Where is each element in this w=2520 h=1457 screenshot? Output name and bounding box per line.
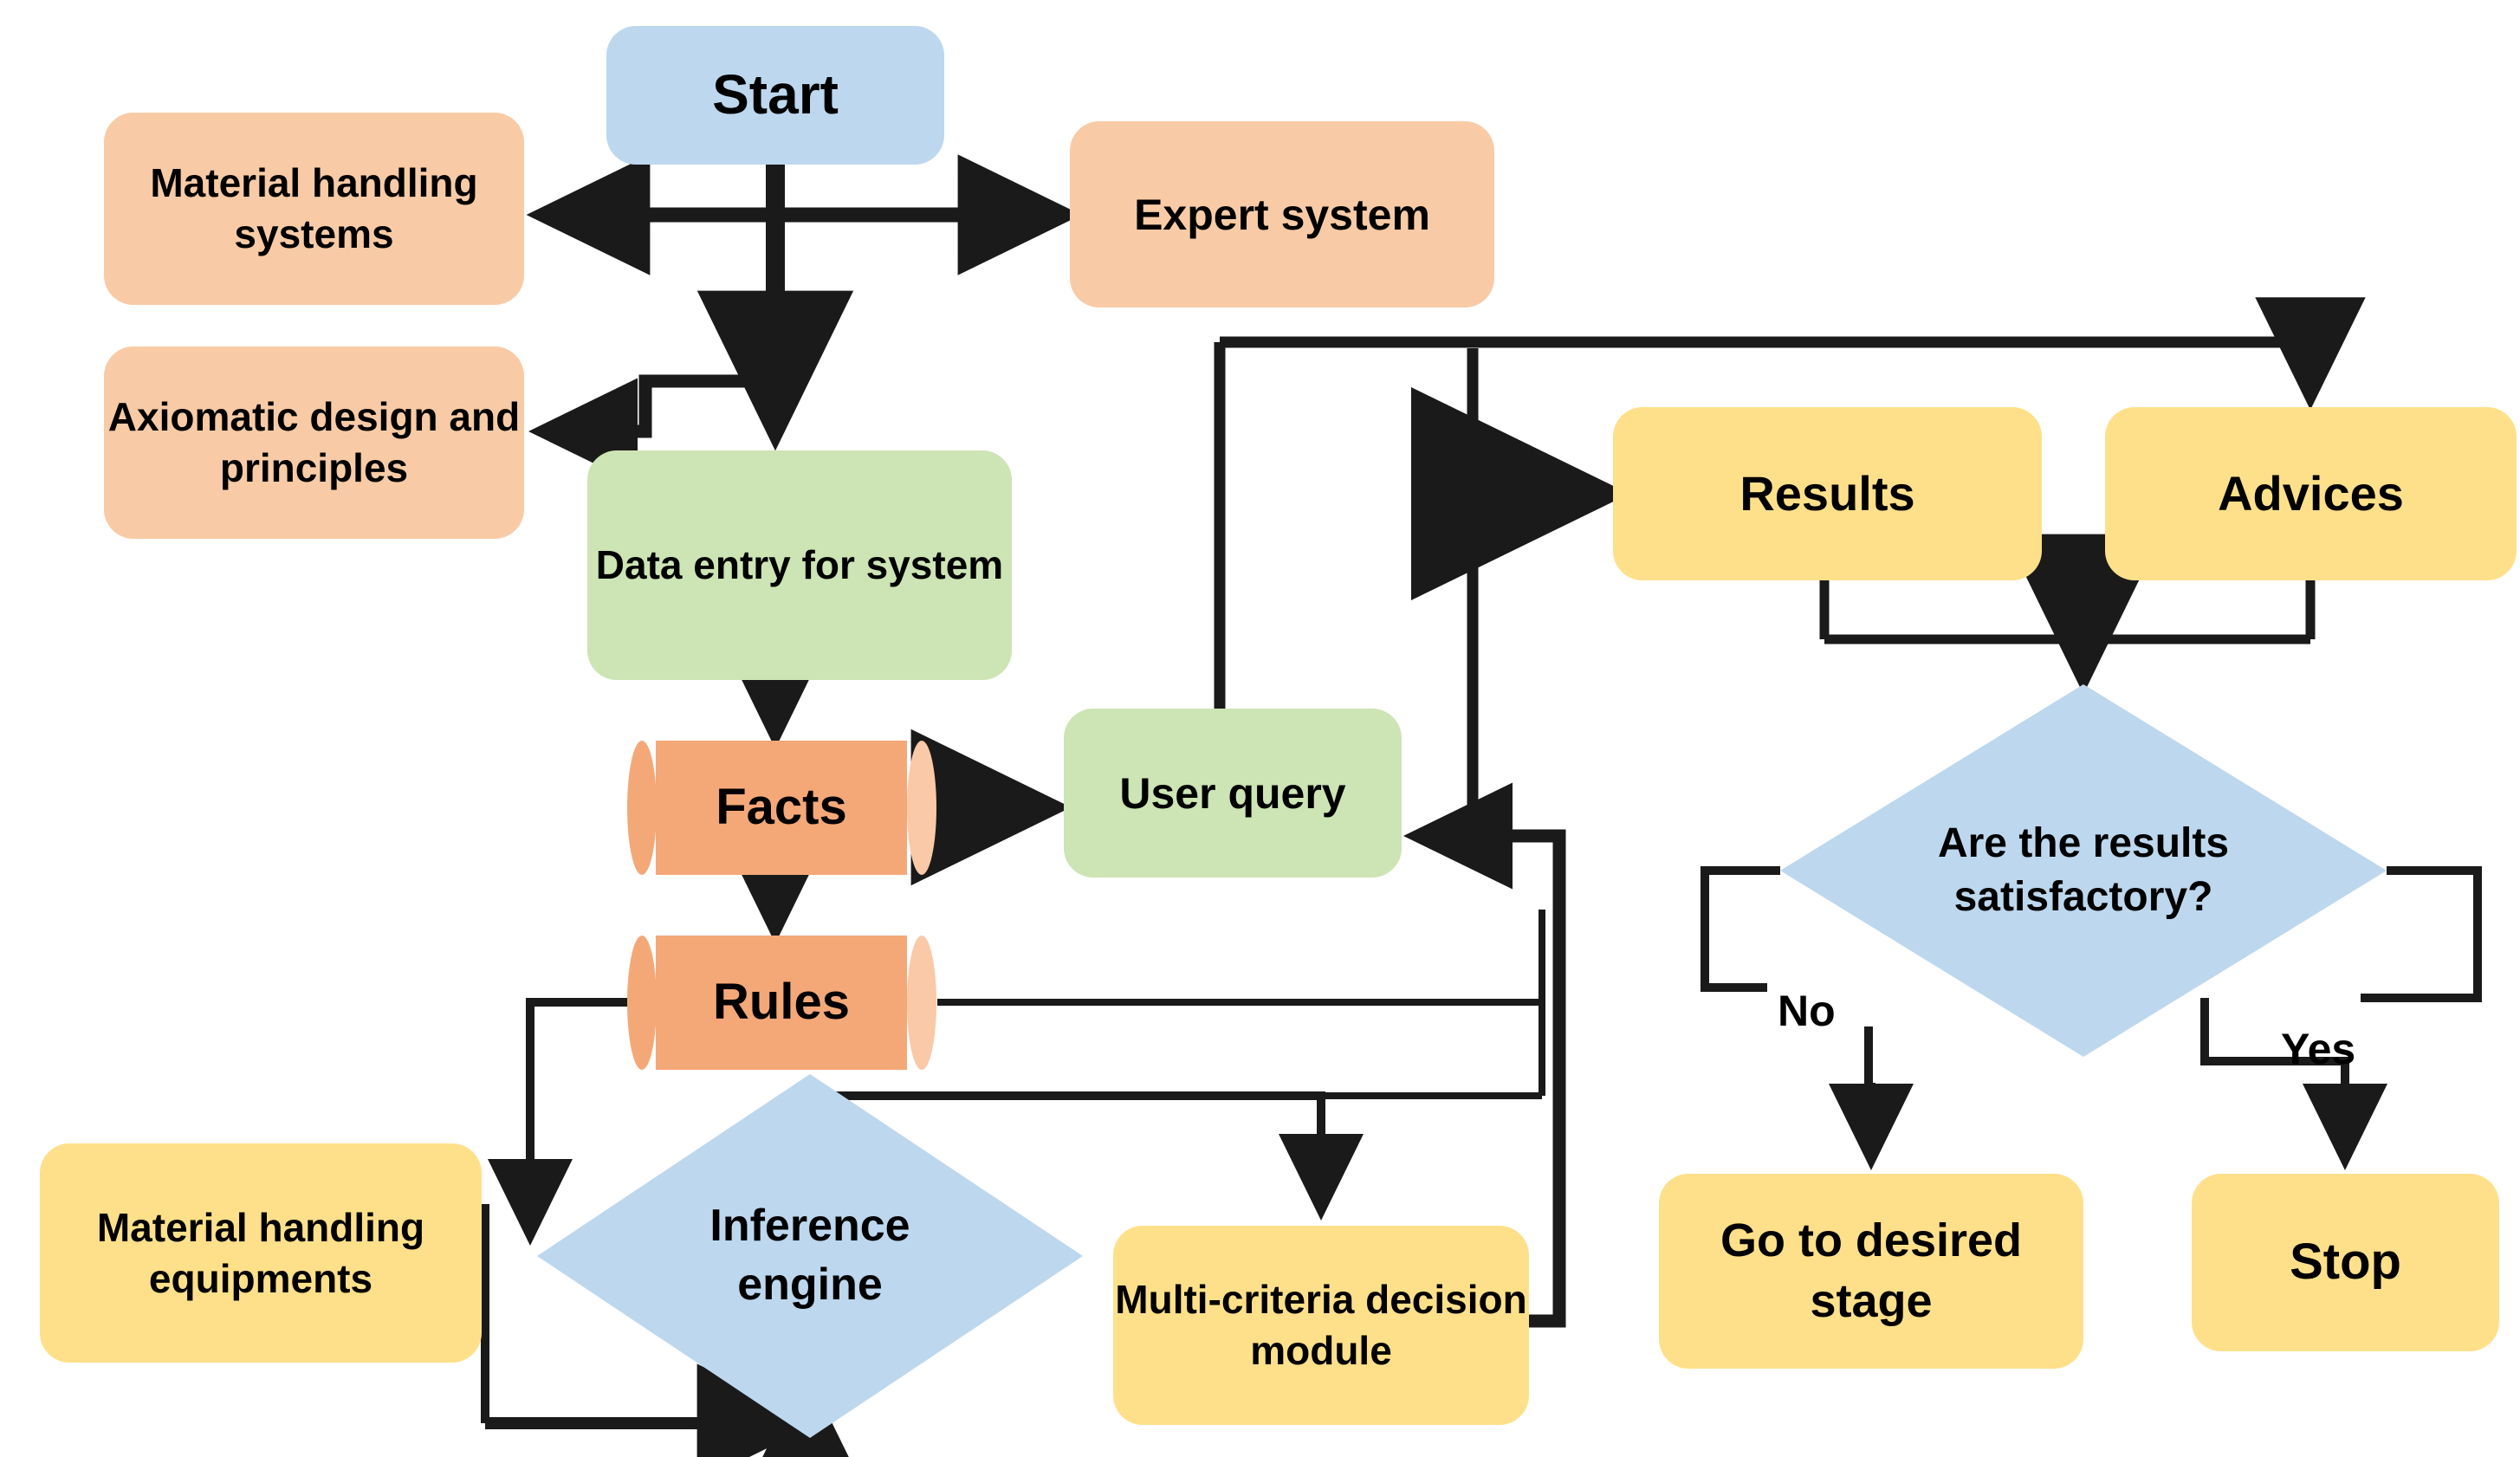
node-data-entry[interactable]: Data entry for system xyxy=(587,450,1012,680)
edge-start-to-axiomatic-design xyxy=(528,374,771,485)
node-facts[interactable]: Facts xyxy=(627,741,936,875)
node-stop[interactable]: Stop xyxy=(2192,1174,2499,1351)
node-expert-system[interactable]: Expert system xyxy=(1070,121,1494,308)
node-axiomatic-design[interactable]: Axiomatic design and principles xyxy=(104,346,524,539)
node-rules[interactable]: Rules xyxy=(627,936,936,1070)
node-inference-engine-label: Inference engine xyxy=(709,1201,910,1310)
facts-cylinder-cap-right xyxy=(907,741,936,875)
node-material-handling-equipments-label: Material handling equipments xyxy=(96,1204,425,1301)
node-go-to-desired-stage-label: Go to desired stage xyxy=(1720,1214,2023,1327)
node-rules-label: Rules xyxy=(713,974,850,1031)
edge-decision-no xyxy=(1701,866,1780,992)
node-multi-criteria-decision-module[interactable]: Multi-criteria decision module xyxy=(1113,1226,1529,1425)
node-expert-system-label: Expert system xyxy=(1134,190,1430,239)
edge-label-no: No xyxy=(1778,987,1836,1035)
node-facts-label: Facts xyxy=(716,779,847,836)
rules-cylinder-cap-left xyxy=(627,936,657,1070)
node-axiomatic-design-label: Axiomatic design and principles xyxy=(107,394,521,490)
node-material-handling-equipments[interactable]: Material handling equipments xyxy=(40,1143,482,1363)
node-results[interactable]: Results xyxy=(1613,407,2042,580)
node-results-satisfactory-label: Are the results satisfactory? xyxy=(1937,819,2230,920)
edge-label-yes: Yes xyxy=(2281,1025,2356,1073)
node-material-handling-systems[interactable]: Material handling systems xyxy=(104,113,524,305)
node-start-label: Start xyxy=(712,63,839,126)
node-user-query[interactable]: User query xyxy=(1064,709,1402,877)
node-go-to-desired-stage[interactable]: Go to desired stage xyxy=(1659,1174,2083,1369)
node-user-query-label: User query xyxy=(1119,768,1346,818)
node-advices[interactable]: Advices xyxy=(2105,407,2517,580)
node-data-entry-label: Data entry for system xyxy=(595,542,1004,588)
node-inference-engine[interactable]: Inference engine xyxy=(537,1074,1083,1438)
node-start[interactable]: Start xyxy=(606,26,944,165)
node-results-label: Results xyxy=(1739,466,1915,521)
rules-cylinder-cap-right xyxy=(907,936,936,1070)
node-results-satisfactory[interactable]: Are the results satisfactory? xyxy=(1780,684,2387,1057)
edge-top-rail-to-advices xyxy=(1220,297,2366,411)
node-material-handling-systems-label: Material handling systems xyxy=(150,160,478,256)
node-advices-label: Advices xyxy=(2218,466,2404,521)
facts-cylinder-cap-left xyxy=(627,741,657,875)
node-stop-label: Stop xyxy=(2290,1234,2401,1291)
node-multi-criteria-decision-module-label: Multi-criteria decision module xyxy=(1115,1277,1527,1373)
